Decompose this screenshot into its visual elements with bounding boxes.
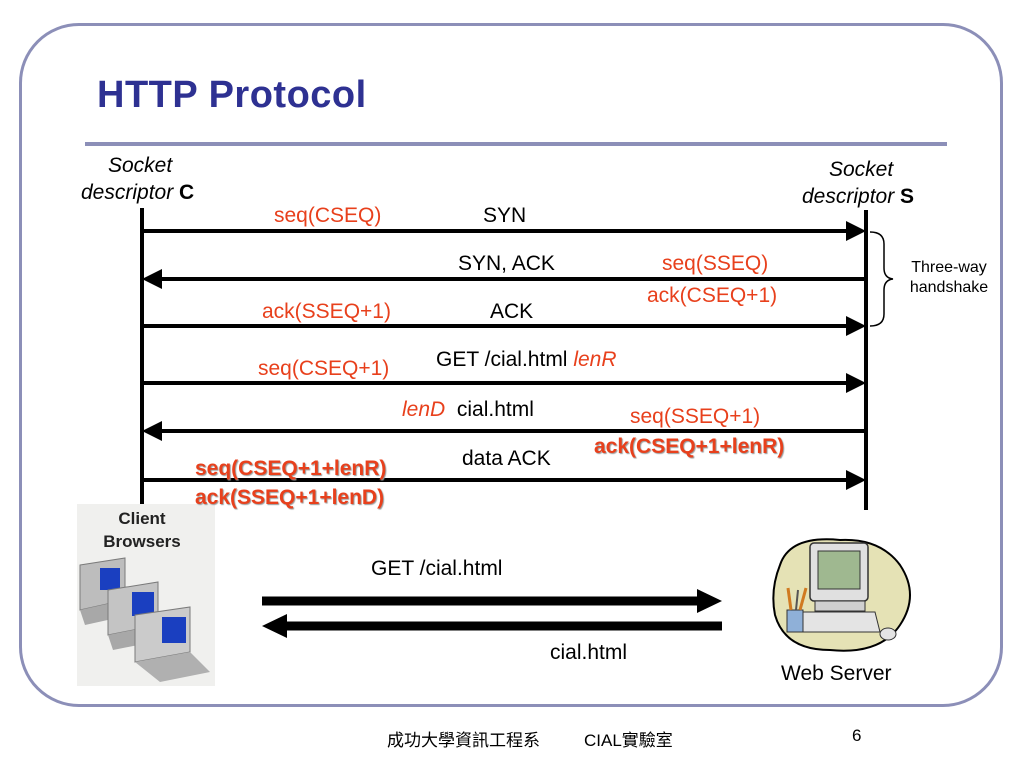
message-syn-ack: SYN, ACK [458,252,555,275]
annotation-ack-cseq-1: ack(CSEQ+1) [647,284,778,307]
arrow-data-ack [142,470,866,490]
arrow-get [142,373,866,393]
annotation-seq-cseq: seq(CSEQ) [274,204,382,227]
server-socket-label-2: descriptor S [802,185,915,208]
handshake-brace [869,231,894,327]
message-get: GET /cial.html lenR [436,348,617,371]
arrow-cial-html [142,421,866,441]
footer-department: 成功大學資訊工程系 [387,731,540,750]
page-number: 6 [852,726,862,745]
annotation-seq-cseq-1: seq(CSEQ+1) [258,357,390,380]
annotation-ack-sseq-1: ack(SSEQ+1) [262,300,391,323]
slide-title: HTTP Protocol [97,74,367,116]
bottom-response-label: cial.html [550,641,628,664]
client-browsers-icon [77,504,215,686]
server-socket-label-1: Socket [829,158,894,181]
message-ack: ACK [490,300,534,323]
message-cial-html: lenD cial.html [402,398,534,421]
web-server-icon [772,538,911,652]
annotation-ack-sseq-1-lend: ack(SSEQ+1+lenD) [195,486,385,509]
annotation-seq-cseq-1-lenr: seq(CSEQ+1+lenR) [195,457,387,480]
annotation-seq-sseq-1: seq(SSEQ+1) [630,405,761,428]
client-socket-label-1: Socket [108,154,173,177]
slide-frame [19,23,1003,707]
bottom-request-label: GET /cial.html [371,557,503,580]
arrow-ack [142,316,866,336]
annotation-ack-cseq-1-lenr: ack(CSEQ+1+lenR) [594,435,785,458]
web-server-label: Web Server [781,662,892,685]
message-data-ack: data ACK [462,447,551,470]
client-socket-label-2: descriptor C [81,181,195,204]
message-syn: SYN [483,204,527,227]
title-divider [85,142,947,146]
footer-lab: CIAL實驗室 [584,731,673,750]
arrow-syn [142,221,866,241]
arrow-syn-ack [142,269,866,289]
bottom-response-arrow [262,614,722,638]
bottom-request-arrow [262,589,722,613]
annotation-seq-sseq: seq(SSEQ) [662,252,769,275]
